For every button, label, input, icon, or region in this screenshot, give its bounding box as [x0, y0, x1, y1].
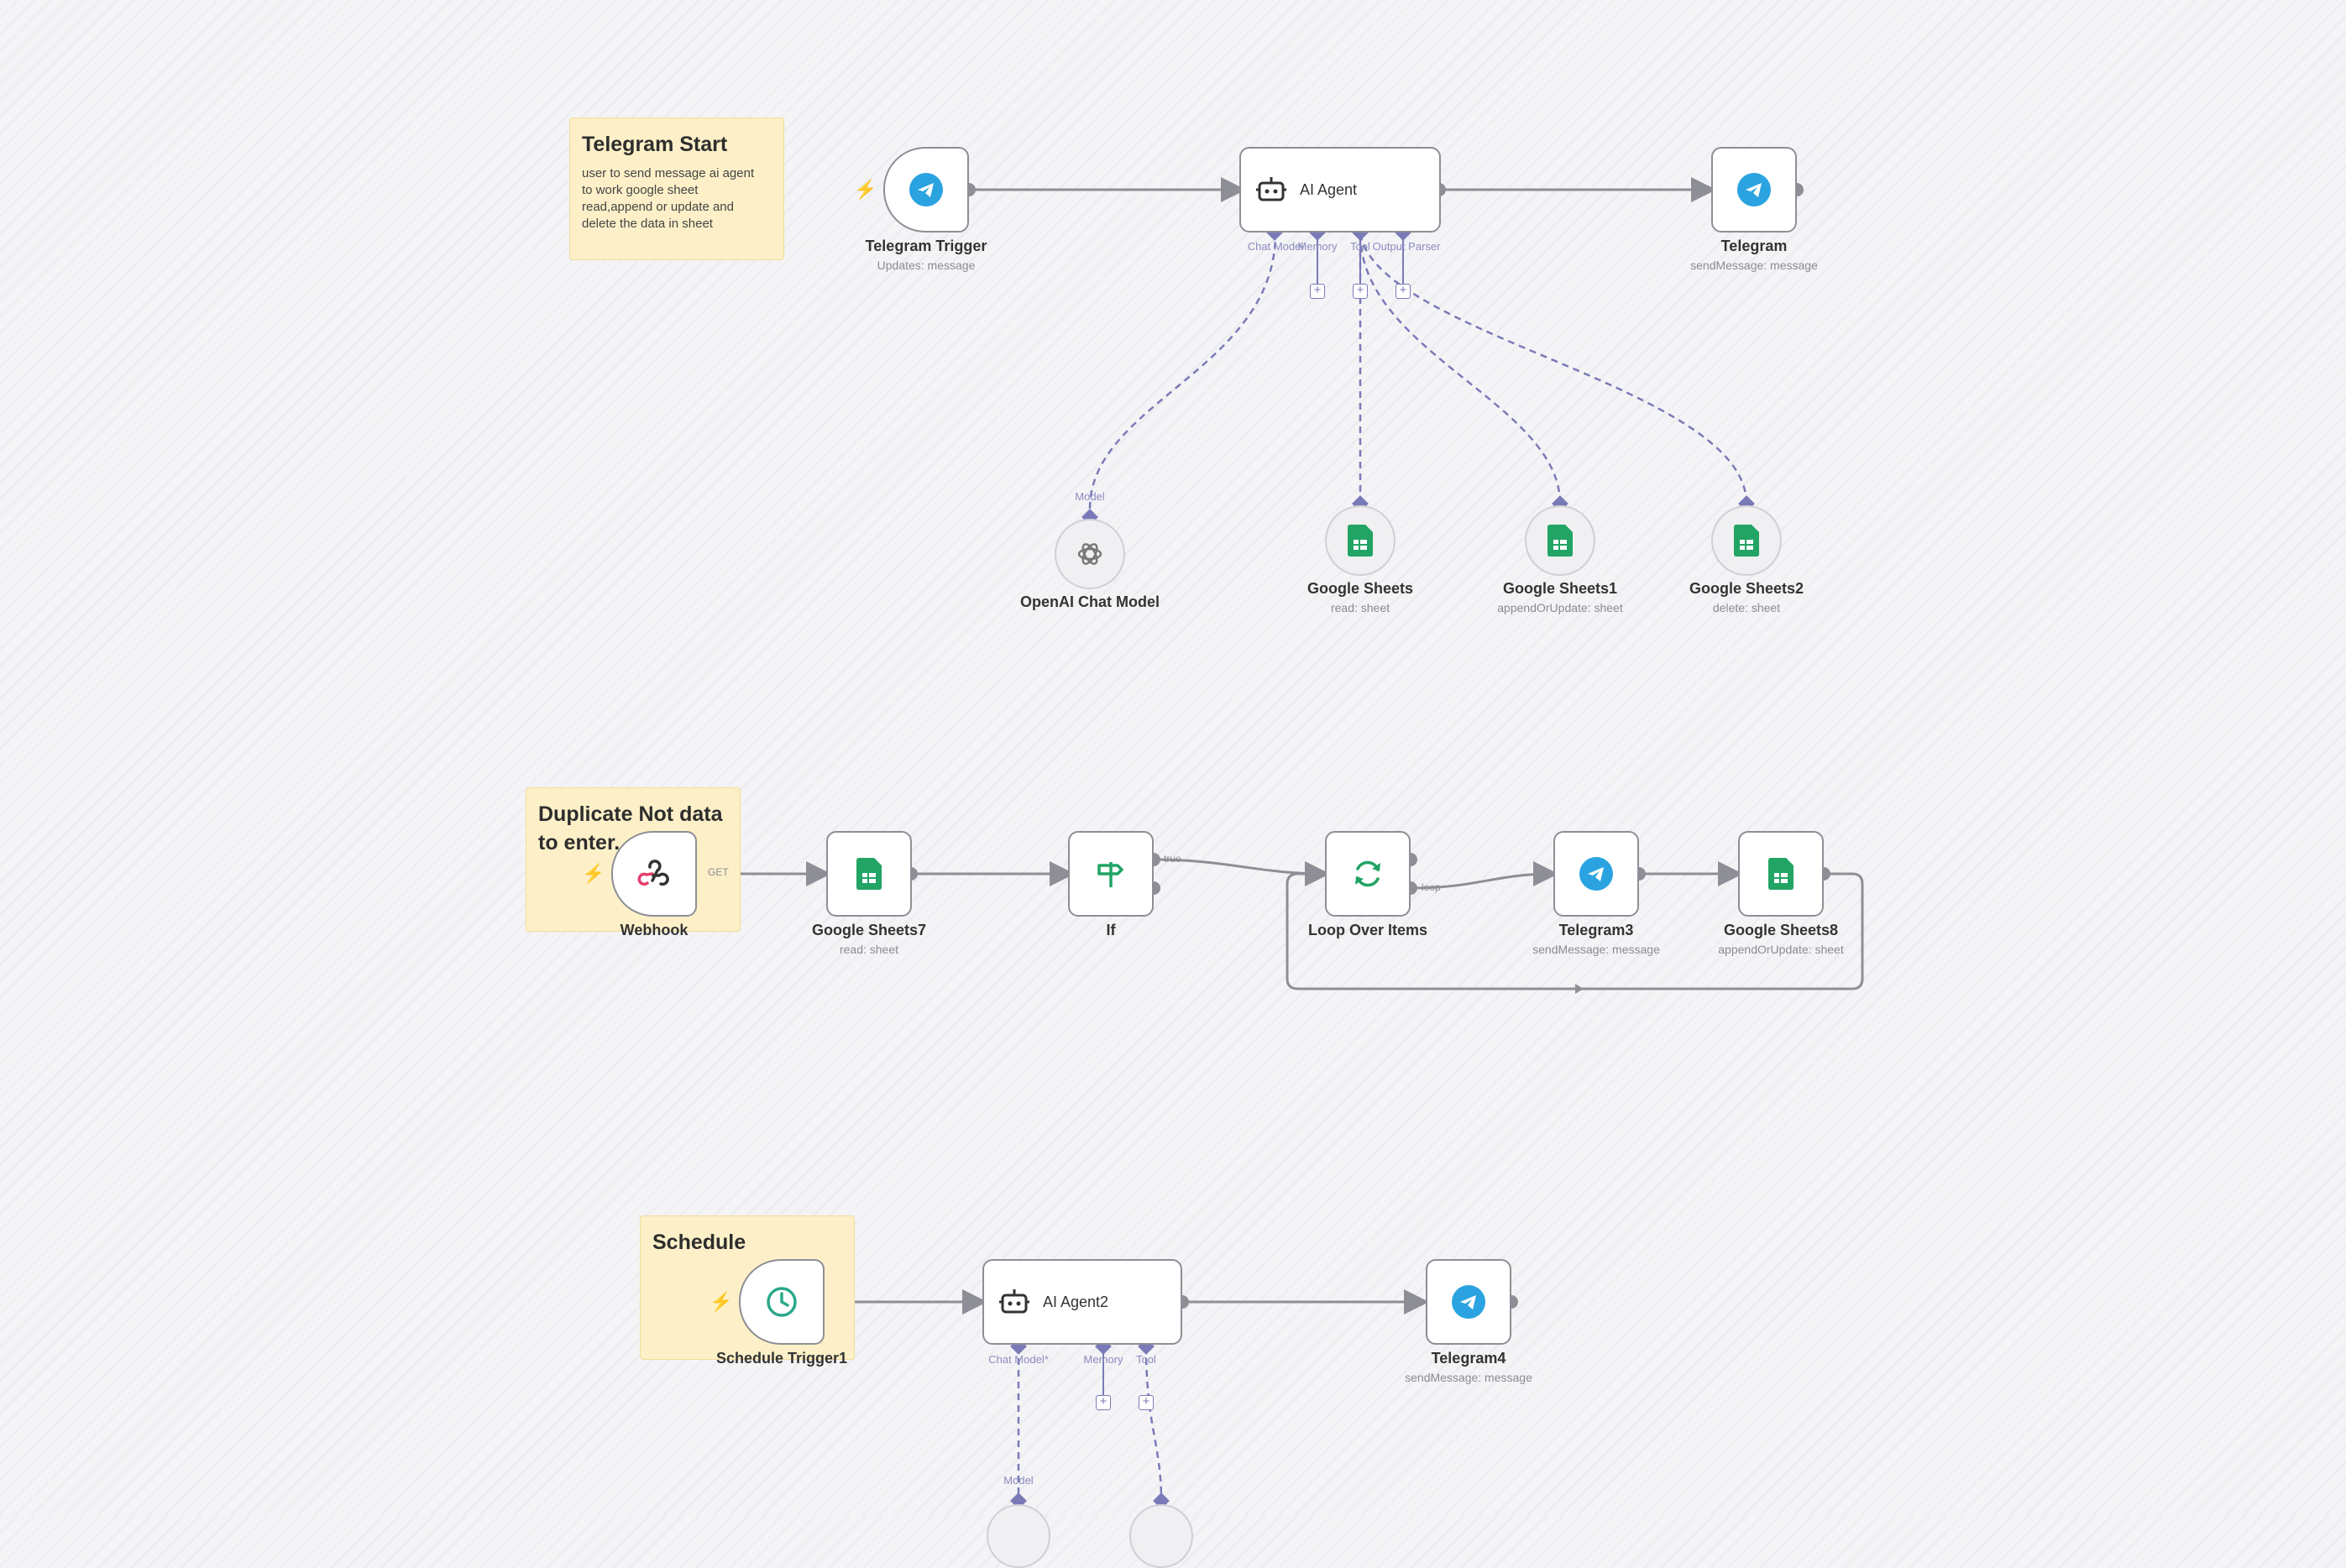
node-title: Google Sheets1	[1502, 580, 1618, 597]
node-chat-model-partial[interactable]	[987, 1504, 1050, 1568]
edge-label-true: true	[1164, 853, 1181, 865]
node-label: AI Agent2	[1043, 1293, 1109, 1310]
node-telegram-trigger[interactable]	[883, 147, 969, 233]
add-memory-button[interactable]: +	[1096, 1395, 1111, 1410]
google-sheets-icon	[856, 858, 882, 890]
node-ai-agent[interactable]: AI Agent	[1239, 147, 1441, 233]
trigger-bolt-icon: ⚡	[710, 1291, 733, 1312]
port-chat-model: Chat Model*	[988, 1353, 1049, 1366]
node-openai-chat-model[interactable]	[1055, 519, 1125, 589]
node-title: Google Sheets	[1307, 580, 1414, 597]
port-tool: Tool	[1350, 240, 1370, 253]
node-title: Telegram	[1720, 238, 1788, 254]
node-title: OpenAI Chat Model	[1020, 593, 1160, 610]
add-memory-button[interactable]: +	[1310, 284, 1325, 299]
node-subtitle: appendOrUpdate: sheet	[1718, 943, 1844, 956]
node-title: Google Sheets7	[811, 922, 927, 938]
node-loop-over-items[interactable]	[1325, 831, 1411, 917]
edge-label-loop: loop	[1422, 881, 1441, 893]
sticky-note-telegram-start[interactable]: Telegram Start user to send message ai a…	[569, 118, 784, 260]
node-title: Telegram Trigger	[865, 238, 987, 254]
port-chat-model: Chat Model	[1247, 240, 1304, 253]
node-google-sheets8[interactable]	[1738, 831, 1824, 917]
node-subtitle: sendMessage: message	[1405, 1371, 1532, 1384]
robot-icon	[1256, 177, 1286, 201]
node-subtitle: sendMessage: message	[1532, 943, 1660, 956]
sticky-title: Schedule	[652, 1231, 746, 1254]
google-sheets-icon	[1734, 525, 1759, 557]
node-schedule-trigger1[interactable]	[739, 1259, 825, 1345]
node-subtitle: sendMessage: message	[1690, 259, 1818, 272]
node-title: If	[1106, 922, 1116, 938]
ai-edge-model	[1088, 233, 1277, 510]
loop-arrows-icon	[1355, 860, 1380, 887]
node-subtitle: read: sheet	[1330, 601, 1390, 614]
port-model-label: Model	[1075, 490, 1105, 503]
robot-icon	[999, 1289, 1029, 1314]
trigger-bolt-icon: ⚡	[582, 863, 605, 884]
webhook-icon	[637, 860, 669, 886]
port-tool: Tool	[1136, 1353, 1156, 1366]
node-title: Schedule Trigger1	[715, 1350, 848, 1367]
node-webhook[interactable]	[611, 831, 697, 917]
sticky-title: Telegram Start	[582, 133, 728, 156]
ai-edge-sheets1	[1359, 233, 1562, 504]
node-tool-partial[interactable]	[1129, 1504, 1193, 1568]
node-ai-agent2[interactable]: AI Agent2	[982, 1259, 1182, 1345]
node-subtitle: read: sheet	[839, 943, 899, 956]
telegram-icon	[1579, 857, 1613, 891]
node-title: Telegram3	[1558, 922, 1634, 938]
node-title: Webhook	[620, 922, 689, 938]
add-tool-button[interactable]: +	[1353, 284, 1368, 299]
node-google-sheets1[interactable]	[1525, 505, 1595, 576]
node-google-sheets[interactable]	[1325, 505, 1396, 576]
node-subtitle: appendOrUpdate: sheet	[1497, 601, 1623, 614]
node-subtitle: delete: sheet	[1712, 601, 1781, 614]
node-subtitle: Updates: message	[877, 259, 976, 272]
node-title: Telegram4	[1431, 1350, 1506, 1367]
google-sheets-icon	[1547, 525, 1573, 557]
node-telegram[interactable]	[1711, 147, 1797, 233]
add-output-parser-button[interactable]: +	[1396, 284, 1411, 299]
google-sheets-icon	[1348, 525, 1373, 557]
openai-icon	[1077, 543, 1102, 565]
trigger-bolt-icon: ⚡	[854, 179, 877, 200]
sticky-body: user to send message ai agent to work go…	[582, 166, 755, 231]
sticky-title: Duplicate Not data to enter.	[538, 802, 723, 855]
port-memory: Memory	[1083, 1353, 1123, 1366]
telegram-icon	[1452, 1285, 1485, 1319]
port-memory: Memory	[1297, 240, 1338, 253]
port-model-label: Model	[1003, 1474, 1034, 1487]
ai-edge-tool2	[1144, 1346, 1163, 1502]
telegram-icon	[1737, 173, 1771, 206]
port-output-parser: Output Parser	[1372, 240, 1441, 253]
node-telegram4[interactable]	[1426, 1259, 1511, 1345]
node-telegram3[interactable]	[1553, 831, 1639, 917]
node-google-sheets2[interactable]	[1711, 505, 1782, 576]
node-if[interactable]	[1068, 831, 1154, 917]
telegram-icon	[909, 173, 943, 206]
ai-edge-sheets2	[1359, 233, 1748, 504]
node-google-sheets7[interactable]	[826, 831, 912, 917]
edge-label-get: GET	[708, 866, 729, 878]
google-sheets-icon	[1768, 858, 1794, 890]
node-title: Google Sheets2	[1689, 580, 1804, 597]
node-title: Google Sheets8	[1723, 922, 1839, 938]
node-title: Loop Over Items	[1307, 922, 1428, 938]
clock-icon	[767, 1287, 797, 1317]
add-tool-button[interactable]: +	[1139, 1395, 1154, 1410]
node-label: AI Agent	[1300, 180, 1358, 198]
signpost-icon	[1097, 862, 1123, 887]
